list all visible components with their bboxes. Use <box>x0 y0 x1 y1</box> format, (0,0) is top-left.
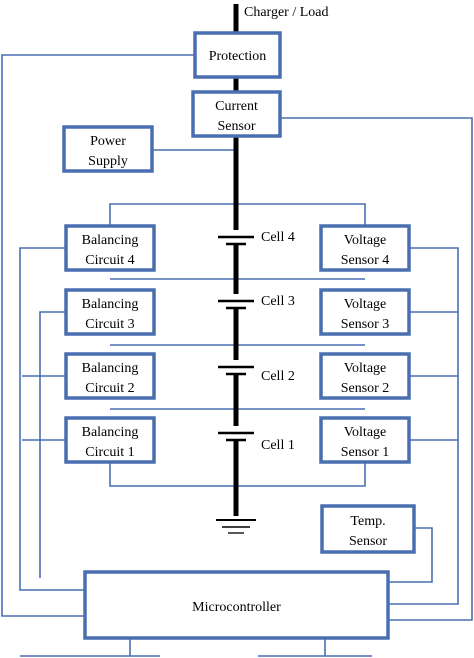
voltage-1-line-1: Voltage <box>344 425 387 440</box>
wire-balancing-3-mcu <box>39 311 66 578</box>
ground-icon <box>216 519 256 534</box>
microcontroller-block: Microcontroller <box>83 570 390 640</box>
protection-block: Protection <box>193 31 282 79</box>
balancing-4-line-2: Circuit 4 <box>85 253 134 268</box>
wire-temp-sensor-mcu <box>388 527 433 583</box>
wire-protection-mcu <box>1 54 195 617</box>
temp-sensor-line-2: Sensor <box>349 534 387 549</box>
wire-balancing-4-mcu <box>19 247 85 591</box>
power-supply-line-1: Power <box>90 134 126 149</box>
voltage-sensor-2-block: Voltage Sensor 2 <box>319 352 411 400</box>
power-supply-block: Power Supply <box>62 125 154 173</box>
voltage-sensor-3-block: Voltage Sensor 3 <box>319 288 411 336</box>
balancing-4-line-1: Balancing <box>82 233 139 248</box>
balancing-circuit-3-block: Balancing Circuit 3 <box>64 288 156 336</box>
voltage-2-line-1: Voltage <box>344 361 387 376</box>
cell-1-label: Cell 1 <box>261 438 295 453</box>
balancing-1-line-2: Circuit 1 <box>85 445 134 460</box>
voltage-4-line-1: Voltage <box>344 233 387 248</box>
current-sensor-line-2: Sensor <box>217 119 255 134</box>
voltage-2-line-2: Sensor 2 <box>341 381 390 396</box>
balancing-3-line-1: Balancing <box>82 297 139 312</box>
balancing-3-line-2: Circuit 3 <box>85 317 134 332</box>
voltage-1-line-2: Sensor 1 <box>341 445 390 460</box>
balancing-2-line-2: Circuit 2 <box>85 381 134 396</box>
power-supply-line-2: Supply <box>88 154 128 169</box>
cell-2-label: Cell 2 <box>261 369 295 384</box>
balancing-circuit-1-block: Balancing Circuit 1 <box>64 416 156 464</box>
wire-voltage-4-mcu <box>388 247 459 605</box>
cell-3-label: Cell 3 <box>261 294 295 309</box>
voltage-sensor-4-block: Voltage Sensor 4 <box>319 224 411 272</box>
voltage-4-line-2: Sensor 4 <box>341 253 390 268</box>
voltage-sensor-1-block: Voltage Sensor 1 <box>319 416 411 464</box>
current-sensor-line-1: Current <box>215 99 258 114</box>
power-bus <box>216 4 256 534</box>
voltage-3-line-2: Sensor 3 <box>341 317 390 332</box>
cell-4-label: Cell 4 <box>261 230 295 245</box>
microcontroller-label: Microcontroller <box>192 600 281 615</box>
current-sensor-block: Current Sensor <box>191 90 282 138</box>
voltage-3-line-1: Voltage <box>344 297 387 312</box>
balancing-circuit-2-block: Balancing Circuit 2 <box>64 352 156 400</box>
protection-label: Protection <box>209 49 267 64</box>
charger-load-label: Charger / Load <box>244 5 329 20</box>
temp-sensor-block: Temp. Sensor <box>320 504 416 554</box>
balancing-circuit-4-block: Balancing Circuit 4 <box>64 224 156 272</box>
balancing-1-line-1: Balancing <box>82 425 139 440</box>
wire-current-sensor-mcu <box>280 117 473 621</box>
temp-sensor-line-1: Temp. <box>350 514 385 529</box>
balancing-2-line-1: Balancing <box>82 361 139 376</box>
